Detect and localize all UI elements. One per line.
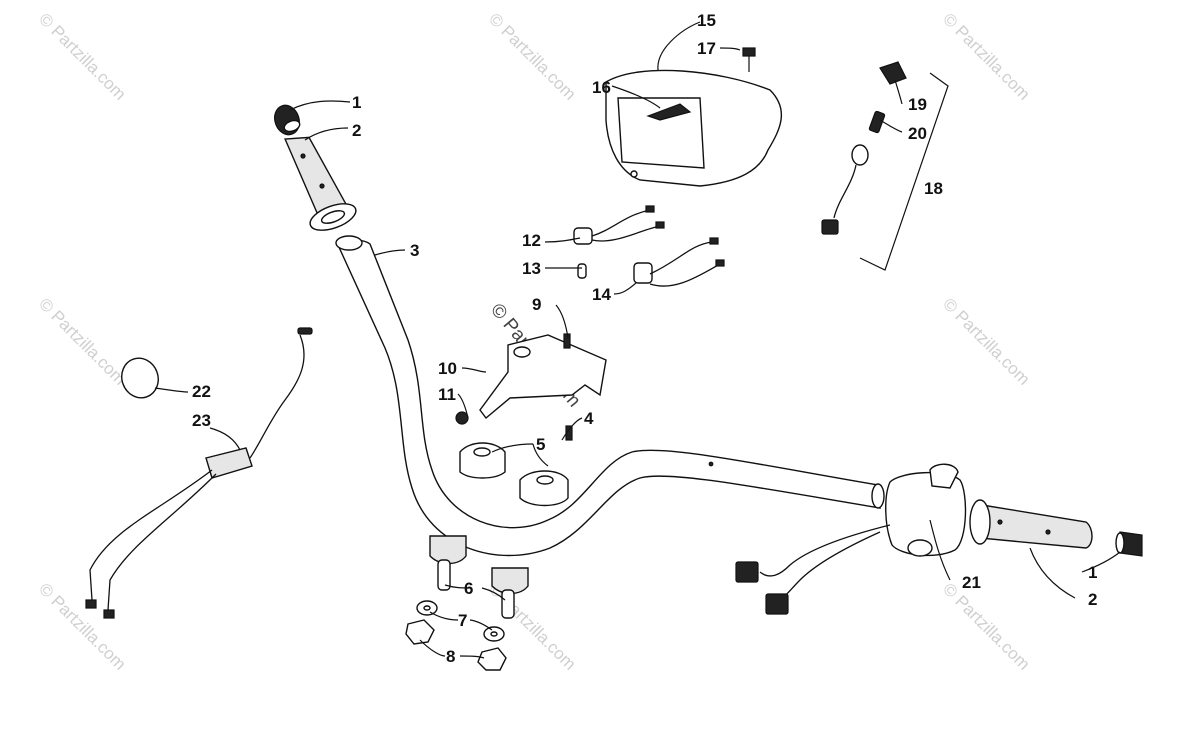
callout-22: 22 bbox=[192, 382, 211, 401]
callout-14: 14 bbox=[592, 285, 611, 304]
callout-11: 11 bbox=[438, 385, 456, 404]
watermark: © Partzilla.com bbox=[939, 579, 1033, 673]
lamp-socket-part[interactable] bbox=[573, 205, 665, 245]
callout-8: 8 bbox=[446, 647, 455, 666]
group-bracket bbox=[859, 72, 949, 271]
callout-19: 19 bbox=[908, 95, 927, 114]
bulb-part[interactable] bbox=[577, 263, 587, 279]
callout-9: 9 bbox=[532, 295, 541, 314]
riser-cap-part[interactable] bbox=[459, 442, 506, 479]
callout-2: 2 bbox=[352, 121, 361, 140]
leader-lines bbox=[154, 21, 1121, 659]
throttle-cable-part[interactable] bbox=[85, 327, 313, 619]
callout-5: 5 bbox=[536, 435, 545, 454]
left-end-cap-part[interactable] bbox=[271, 102, 304, 138]
ignition-key-part[interactable] bbox=[868, 61, 907, 134]
right-switch-housing-part[interactable] bbox=[735, 463, 967, 615]
callout-12: 12 bbox=[522, 231, 541, 250]
callout-6: 6 bbox=[464, 579, 473, 598]
mount-bracket-part[interactable] bbox=[479, 334, 607, 420]
callout-16: 16 bbox=[592, 78, 611, 97]
watermark: © Partzilla.com bbox=[35, 579, 129, 673]
watermark: © Partzilla.com bbox=[939, 294, 1033, 388]
left-grip-part[interactable] bbox=[284, 135, 359, 236]
nut-part[interactable] bbox=[405, 619, 435, 645]
callout-21: 21 bbox=[962, 573, 981, 592]
callout-10: 10 bbox=[438, 359, 457, 378]
bolt-part[interactable] bbox=[563, 333, 571, 349]
callout-labels: 1 2 3 4 5 6 7 8 9 10 11 12 13 14 15 16 1… bbox=[192, 11, 1097, 666]
callout-13: 13 bbox=[522, 259, 541, 278]
watermark: © Partzilla.com bbox=[939, 9, 1033, 103]
bolt-part[interactable] bbox=[455, 411, 469, 425]
callout-4: 4 bbox=[584, 409, 594, 428]
instrument-housing-part[interactable] bbox=[605, 69, 783, 187]
right-grip-part[interactable] bbox=[969, 499, 1093, 549]
callout-7: 7 bbox=[458, 611, 467, 630]
callout-1: 1 bbox=[1088, 563, 1097, 582]
ignition-switch-part[interactable] bbox=[821, 144, 869, 235]
callout-18: 18 bbox=[924, 179, 943, 198]
watermark: © Partzilla.com bbox=[35, 294, 129, 388]
handlebar-part[interactable] bbox=[335, 235, 885, 557]
right-end-cap-part[interactable] bbox=[1115, 531, 1143, 557]
riser-cap-part[interactable] bbox=[519, 470, 569, 507]
callout-15: 15 bbox=[697, 11, 716, 30]
nut-part[interactable] bbox=[477, 647, 507, 671]
watermark: © Partzilla.com bbox=[35, 9, 129, 103]
lamp-socket-part[interactable] bbox=[633, 237, 725, 287]
screw-part[interactable] bbox=[742, 47, 756, 72]
cable-tie-part[interactable] bbox=[116, 353, 164, 403]
washer-part[interactable] bbox=[483, 626, 505, 642]
washer-part[interactable] bbox=[416, 600, 438, 616]
riser-part[interactable] bbox=[491, 567, 529, 619]
callout-23: 23 bbox=[192, 411, 211, 430]
callout-20: 20 bbox=[908, 124, 927, 143]
callout-2: 2 bbox=[1088, 590, 1097, 609]
watermark: © Partzilla.com bbox=[485, 9, 579, 103]
callout-1: 1 bbox=[352, 93, 361, 112]
callout-3: 3 bbox=[410, 241, 419, 260]
riser-part[interactable] bbox=[429, 535, 467, 591]
callout-17: 17 bbox=[697, 39, 716, 58]
